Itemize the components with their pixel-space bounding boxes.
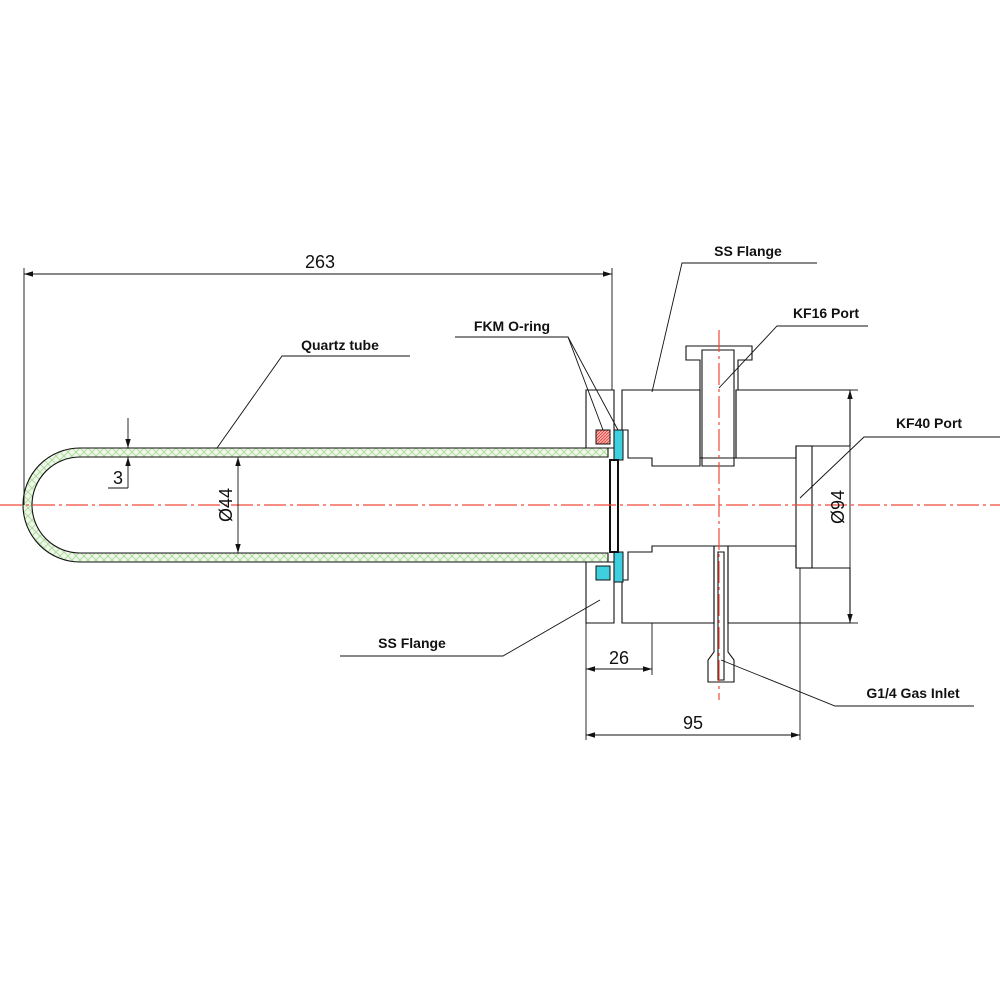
seals: [595, 429, 624, 583]
flange-right-lower: [621, 545, 715, 624]
label-kf40-port: KF40 Port: [896, 415, 962, 431]
dim-95-text: 95: [683, 713, 703, 733]
label-ss-flange-top: SS Flange: [714, 243, 782, 259]
label-kf16-port: KF16 Port: [793, 305, 859, 321]
leader-gas-inlet: [720, 659, 974, 707]
dimensions: 263 3 Ø44 Ø94 26 95: [23, 252, 858, 740]
kf16-bore: [701, 349, 735, 467]
leader-ss-flange-top: [651, 262, 817, 393]
dim-3-text: 3: [113, 468, 123, 488]
leader-oring-2: [567, 336, 619, 431]
label-ss-flange-bottom: SS Flange: [378, 635, 446, 651]
flange-left-lower: [585, 561, 615, 624]
callouts: Quartz tube FKM O-ring SS Flange KF16 Po…: [216, 243, 1000, 707]
label-gas-inlet: G1/4 Gas Inlet: [866, 685, 960, 701]
seal-cyan-top: [613, 429, 624, 461]
label-fkm-oring: FKM O-ring: [474, 318, 550, 334]
oring-top: [595, 429, 611, 445]
leader-quartz-tube: [216, 355, 410, 449]
dim-44-text: Ø44: [216, 488, 236, 522]
window-plate: [609, 459, 619, 553]
gas-inlet-bore: [717, 551, 725, 681]
flange-right-upper-b: [735, 389, 851, 459]
leader-oring-1: [455, 336, 604, 431]
centerlines: [0, 330, 1000, 700]
label-quartz-tube: Quartz tube: [301, 337, 379, 353]
leader-kf16: [718, 325, 868, 389]
seal-cyan-bottom: [613, 551, 624, 583]
leader-kf40: [799, 436, 1000, 499]
flange-right-lower-b: [727, 545, 851, 624]
oring-bottom: [595, 565, 611, 581]
dim-94-text: Ø94: [828, 490, 848, 524]
gas-inlet: [707, 545, 735, 683]
dim-26-text: 26: [609, 648, 629, 668]
flange-right-upper: [621, 389, 701, 467]
gas-inlet-body: [707, 545, 735, 683]
dim-263-text: 263: [305, 252, 335, 272]
leader-ss-flange-bottom: [340, 599, 601, 657]
